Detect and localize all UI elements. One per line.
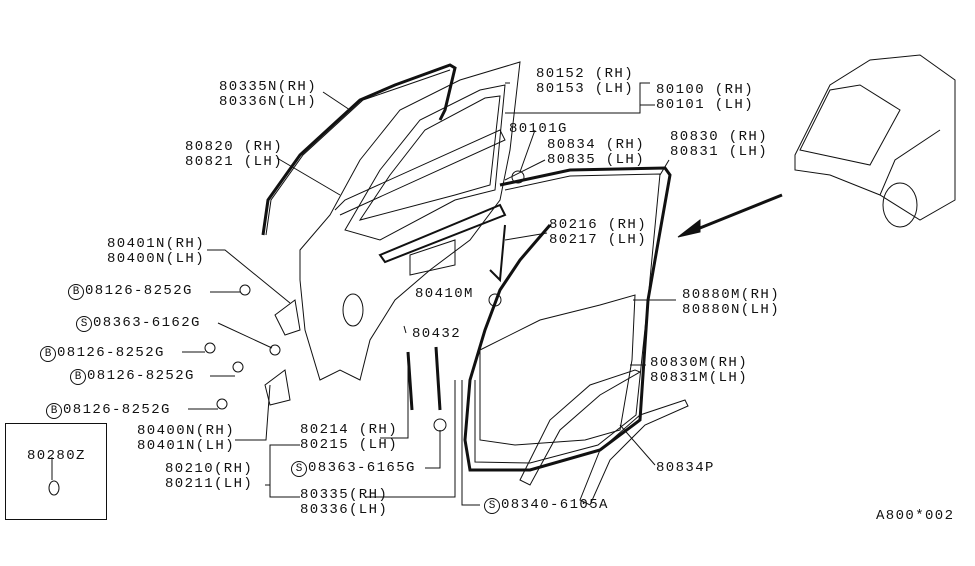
callout-weatherstrip: 80830 (RH) 80831 (LH) [670, 129, 769, 160]
callout-protector: 80834P [656, 460, 715, 476]
callout-sash: 80820 (RH) 80821 (LH) [185, 139, 284, 170]
sealing-screen-part [479, 294, 636, 446]
callout-weatherstrip-lower: 80830M(RH) 80831M(LH) [650, 355, 749, 386]
lower-hinge-part [264, 369, 291, 406]
callout-upper-hinge: 80401N(RH) 80400N(LH) [107, 236, 206, 267]
callout-door-assy: 80100 (RH) 80101 (LH) [656, 82, 755, 113]
callout-glass-run-top: 80335N(RH) 80336N(LH) [219, 79, 318, 110]
callout-sealing-screen: 80880M(RH) 80880N(LH) [682, 287, 781, 318]
door-frame-part [299, 61, 521, 381]
callout-sash-rh-lh: 80152 (RH) 80153 (LH) [536, 66, 635, 97]
plug-box [5, 423, 107, 520]
callout-clip: 80101G [509, 121, 568, 137]
upper-hinge-part [274, 299, 301, 336]
callout-bracket: 80432 [412, 326, 462, 342]
callout-check-link: 80216 (RH) 80217 (LH) [549, 217, 648, 248]
van-illustration [794, 54, 956, 221]
direction-arrow [689, 193, 783, 234]
callout-stopper: 80410M [415, 286, 474, 302]
lower-weatherstrip-part [519, 369, 642, 486]
diagram-code: A800*002 [876, 508, 955, 524]
weatherstrip-part [463, 166, 672, 472]
glass-run-part [261, 63, 457, 236]
protector-part [579, 399, 689, 506]
callout-lower-hinge: 80400N(RH) 80401N(LH) [137, 423, 236, 454]
callout-guide: 80214 (RH) 80215 (LH) [300, 422, 399, 453]
callout-channel: 80335(RH) 80336(LH) [300, 487, 389, 518]
leader-lines [51, 82, 676, 506]
callout-hinge-set: 80210(RH) 80211(LH) [165, 461, 254, 492]
callout-plug: 80280Z [27, 448, 86, 464]
callout-moulding: 80834 (RH) 80835 (LH) [547, 137, 646, 168]
